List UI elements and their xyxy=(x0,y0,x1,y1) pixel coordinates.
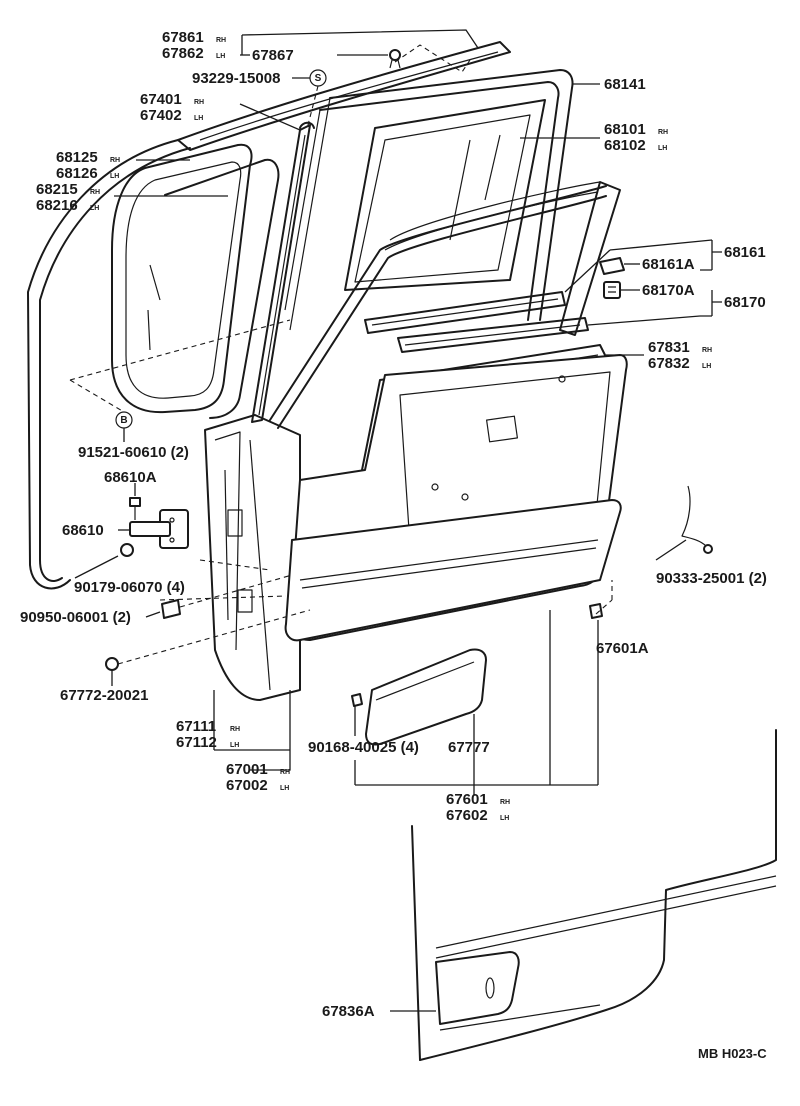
lower-door-skin-part xyxy=(411,729,777,1061)
label-67111-side: RH xyxy=(230,726,240,733)
glass-run-part xyxy=(284,69,574,331)
label-68216-side: LH xyxy=(90,205,99,212)
symbol-b-marker: B xyxy=(115,411,133,429)
label-91521: 91521-60610 (2) xyxy=(78,444,189,461)
belt-weatherstrip-outer-part xyxy=(364,291,566,334)
label-67402-side: LH xyxy=(194,115,203,122)
label-67112-side: LH xyxy=(230,742,239,749)
label-68161a: 68161A xyxy=(642,256,695,273)
quarter-window-frame-part xyxy=(111,143,280,419)
label-90950: 90950-06001 (2) xyxy=(20,609,131,626)
label-67401-side: RH xyxy=(194,99,204,106)
clip-67601a-part xyxy=(589,603,603,619)
label-68215: 68215 xyxy=(36,181,78,198)
label-68215-side: RH xyxy=(90,189,100,196)
label-68126: 68126 xyxy=(56,165,98,182)
bolt-67772-part xyxy=(105,657,119,671)
label-68101: 68101 xyxy=(604,121,646,138)
label-68102-side: LH xyxy=(658,145,667,152)
label-67002: 67002 xyxy=(226,777,268,794)
door-weatherstrip-loop-part xyxy=(27,139,191,590)
screw-90168-part xyxy=(351,693,363,707)
label-68170: 68170 xyxy=(724,294,766,311)
label-68610: 68610 xyxy=(62,522,104,539)
label-93229: 93229-15008 xyxy=(192,70,280,87)
label-67111: 67111 xyxy=(176,718,216,735)
part-labels: 67861 RH 67862 LH 67867 93229-15008 6740… xyxy=(20,29,767,1061)
run-channel-part xyxy=(269,181,621,429)
label-68125: 68125 xyxy=(56,149,98,166)
label-67836a: 67836A xyxy=(322,1003,375,1020)
label-67831-side: RH xyxy=(702,347,712,354)
belt-weatherstrip-inner-part xyxy=(397,317,589,353)
clip-68161a-part xyxy=(599,257,625,275)
label-67777: 67777 xyxy=(448,739,490,756)
label-67832-side: LH xyxy=(702,363,711,370)
label-90333: 90333-25001 (2) xyxy=(656,570,767,587)
bolt-68610a-part xyxy=(129,497,141,520)
label-67861-side: RH xyxy=(216,37,226,44)
symbol-b-text: B xyxy=(120,415,127,426)
bolt-90179-part xyxy=(120,543,134,557)
label-68161: 68161 xyxy=(724,244,766,261)
label-67831: 67831 xyxy=(648,339,690,356)
label-67867: 67867 xyxy=(252,47,294,64)
label-67772: 67772-20021 xyxy=(60,687,148,704)
door-hinge-part xyxy=(129,509,189,549)
label-67862-side: LH xyxy=(216,53,225,60)
door-glass-part xyxy=(344,99,546,291)
label-68170a: 68170A xyxy=(642,282,695,299)
label-68101-side: RH xyxy=(658,129,668,136)
label-67601-side: RH xyxy=(500,799,510,806)
drawing-code: MB H023-C xyxy=(698,1046,767,1061)
label-67861: 67861 xyxy=(162,29,204,46)
label-67602-side: LH xyxy=(500,815,509,822)
label-68126-side: LH xyxy=(110,173,119,180)
label-67601: 67601 xyxy=(446,791,488,808)
door-lower-panel-part xyxy=(284,499,622,642)
label-68102: 68102 xyxy=(604,137,646,154)
label-67112: 67112 xyxy=(176,734,217,751)
division-bar-part xyxy=(251,121,315,423)
clip-90333-part xyxy=(681,485,713,554)
symbol-s-marker: S xyxy=(309,69,327,87)
leader-lines xyxy=(69,29,722,1012)
label-68141: 68141 xyxy=(604,76,646,93)
label-67001-side: RH xyxy=(280,769,290,776)
label-67601a: 67601A xyxy=(596,640,649,657)
label-68216: 68216 xyxy=(36,197,78,214)
label-67862: 67862 xyxy=(162,45,204,62)
label-67401: 67401 xyxy=(140,91,182,108)
clip-67867-part xyxy=(389,49,401,69)
label-68125-side: RH xyxy=(110,157,120,164)
label-67002-side: LH xyxy=(280,785,289,792)
plug-90950-part xyxy=(161,599,181,619)
door-pocket-part xyxy=(365,648,487,746)
label-67832: 67832 xyxy=(648,355,690,372)
label-67602: 67602 xyxy=(446,807,488,824)
label-90168: 90168-40025 (4) xyxy=(308,739,419,756)
symbol-s-text: S xyxy=(315,73,322,84)
label-90179: 90179-06070 (4) xyxy=(74,579,185,596)
label-67402: 67402 xyxy=(140,107,182,124)
label-67001: 67001 xyxy=(226,761,268,778)
label-68610a: 68610A xyxy=(104,469,157,486)
clip-68170a-part xyxy=(603,281,621,299)
